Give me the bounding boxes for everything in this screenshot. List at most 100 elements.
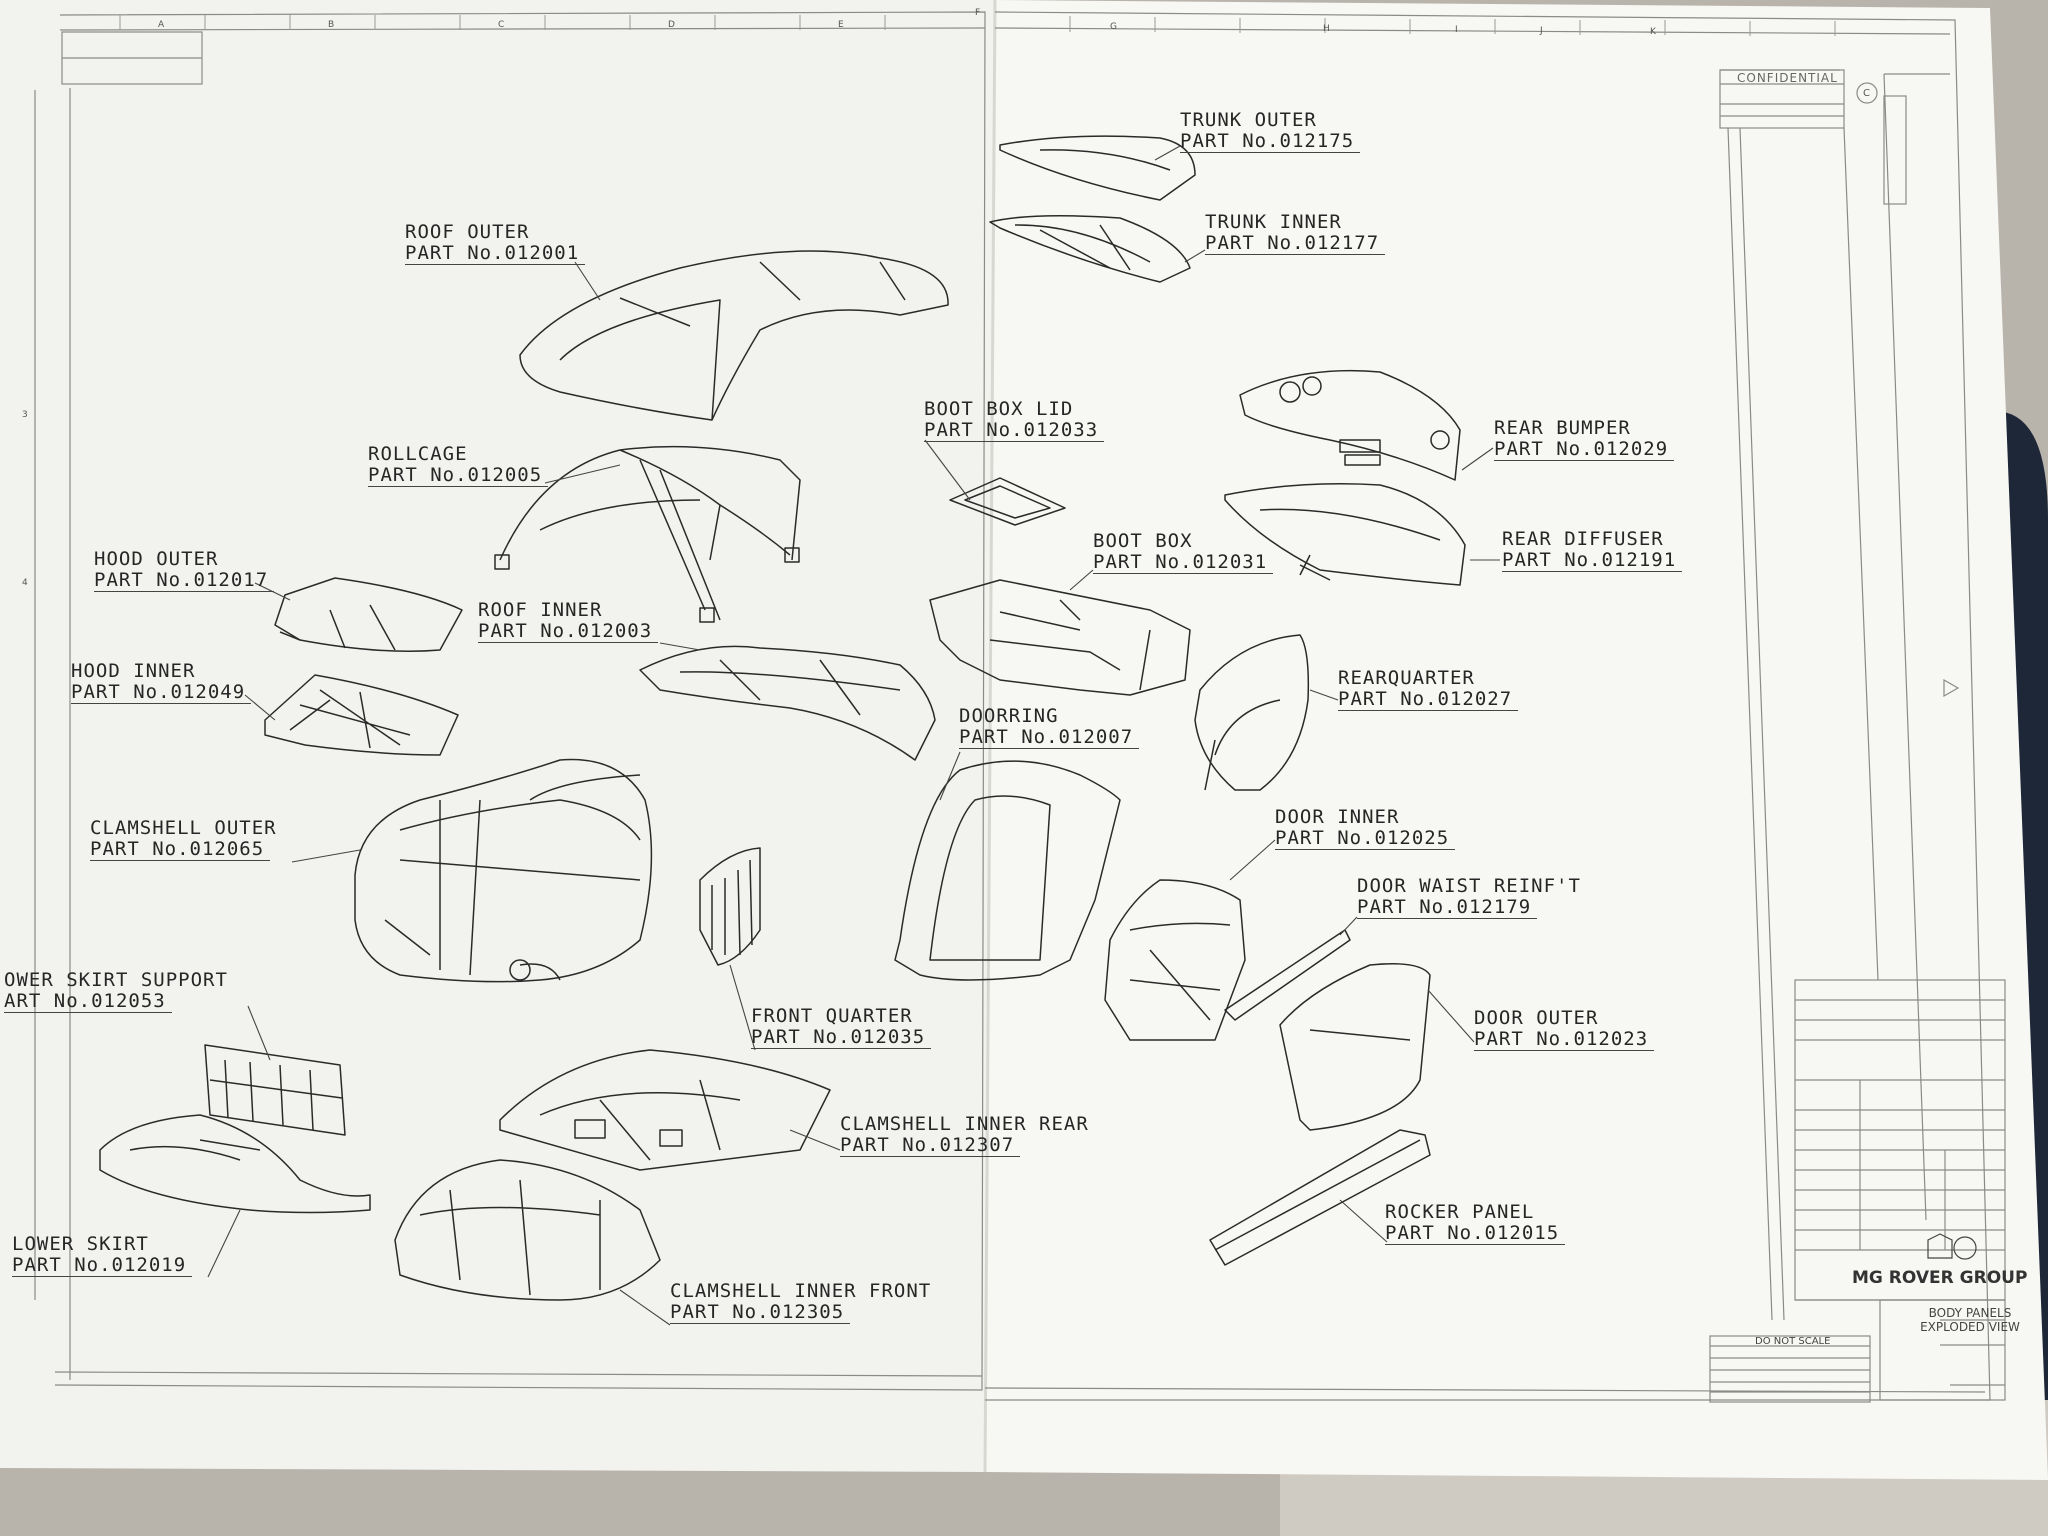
- leader-roof-inner: [659, 642, 701, 651]
- label-trunk-inner-part: PART No.012177: [1205, 233, 1386, 255]
- trunk-inner-frame: [989, 215, 1191, 283]
- rover-ship-icon: [1927, 1233, 1953, 1259]
- roof-outer-panel: [519, 250, 949, 421]
- leader-boot-box-lid: [924, 439, 971, 501]
- label-roof-outer-part: PART No.012001: [405, 243, 586, 265]
- confidential-text: CONFIDENTIAL: [1737, 71, 1838, 85]
- label-hood-outer-name: HOOD OUTER: [94, 548, 219, 570]
- label-boot-box-lid-name: BOOT BOX LID: [924, 398, 1074, 420]
- label-rearquarter-name: REARQUARTER: [1338, 667, 1475, 689]
- leader-rollcage: [544, 464, 621, 484]
- door-inner-panel: [1104, 879, 1246, 1041]
- leader-clamshell-inner-front: [619, 1289, 671, 1326]
- leader-door-outer: [1427, 989, 1475, 1043]
- label-clamshell-inner-rear-name: CLAMSHELL INNER REAR: [840, 1113, 1089, 1135]
- leader-clamshell-outer: [291, 849, 361, 863]
- label-clamshell-inner-front-name: CLAMSHELL INNER FRONT: [670, 1280, 932, 1302]
- left-frame: [54, 11, 986, 1391]
- rear-bumper-panel: [1239, 369, 1461, 481]
- grid-letter-h: H: [1323, 24, 1330, 34]
- copyright-symbol: C: [1863, 88, 1870, 99]
- do-not-scale-text: DO NOT SCALE: [1755, 1336, 1831, 1347]
- label-door-outer-part: PART No.012023: [1474, 1029, 1655, 1051]
- center-fold: [983, 0, 997, 1473]
- label-trunk-outer-part: PART No.012175: [1180, 131, 1361, 153]
- front-quarter-panel: [699, 847, 761, 966]
- right-frame: [985, 11, 1991, 1401]
- drawing-title-line2: EXPLODED VIEW: [1920, 1320, 2020, 1334]
- clamshell-outer-body: [354, 758, 653, 983]
- grid-letter-f: F: [975, 8, 981, 18]
- label-lower-skirt-name: LOWER SKIRT: [12, 1233, 149, 1255]
- label-hood-outer-part: PART No.012017: [94, 570, 275, 592]
- label-lower-skirt-support-name: OWER SKIRT SUPPORT: [4, 969, 228, 991]
- leader-door-waist: [1339, 916, 1358, 936]
- boot-box-lid-panel: [949, 477, 1066, 526]
- label-hood-inner-name: HOOD INNER: [71, 660, 196, 682]
- grid-letter-b: B: [328, 20, 335, 30]
- label-doorring-part: PART No.012007: [959, 727, 1140, 749]
- label-front-quarter-part: PART No.012035: [751, 1027, 932, 1049]
- label-clamshell-inner-rear-part: PART No.012307: [840, 1135, 1021, 1157]
- spec-sidebar: [1883, 95, 1907, 205]
- drawing-title-line1: BODY PANELS: [1928, 1306, 2012, 1320]
- leader-lower-skirt-support: [247, 1005, 271, 1061]
- label-doorring-name: DOORRING: [959, 705, 1059, 727]
- label-front-quarter-name: FRONT QUARTER: [751, 1005, 913, 1027]
- leader-trunk-outer: [1154, 145, 1181, 161]
- rearquarter-panel: [1194, 634, 1310, 791]
- trunk-outer-panel: [999, 135, 1196, 201]
- grid-letter-i: I: [1455, 25, 1458, 35]
- left-sheet: [0, 0, 995, 1472]
- label-rocker-panel-name: ROCKER PANEL: [1385, 1201, 1535, 1223]
- leader-lower-skirt: [207, 1209, 241, 1278]
- label-clamshell-outer-part: PART No.012065: [90, 839, 271, 861]
- grid-letter-g: G: [1110, 22, 1117, 32]
- orientation-triangle: [1943, 678, 1960, 698]
- label-rocker-panel-part: PART No.012015: [1385, 1223, 1566, 1245]
- label-roof-outer-name: ROOF OUTER: [405, 221, 530, 243]
- label-door-inner-name: DOOR INNER: [1275, 806, 1400, 828]
- label-door-inner-part: PART No.012025: [1275, 828, 1456, 850]
- door-outer-panel: [1279, 963, 1431, 1131]
- grid-letter-d: D: [668, 20, 675, 30]
- leader-roof-outer: [574, 261, 601, 301]
- leader-rearquarter: [1309, 689, 1339, 701]
- label-boot-box-part: PART No.012031: [1093, 552, 1274, 574]
- mg-octagon-icon: [1953, 1236, 1977, 1260]
- label-rear-bumper-part: PART No.012029: [1494, 439, 1675, 461]
- grid-letter-e: E: [838, 20, 844, 30]
- leader-door-inner: [1229, 839, 1276, 881]
- label-rollcage-part: PART No.012005: [368, 465, 549, 487]
- label-roof-inner-name: ROOF INNER: [478, 599, 603, 621]
- copyright-circle: [1856, 82, 1878, 104]
- confidential-box: [1719, 69, 1845, 129]
- row-number-4: 4: [22, 578, 28, 588]
- doorring-frame: [894, 760, 1121, 981]
- lower-skirt-panel: [99, 1114, 371, 1214]
- label-boot-box-name: BOOT BOX: [1093, 530, 1193, 552]
- label-rear-diffuser-part: PART No.012191: [1502, 550, 1683, 572]
- grid-letter-a: A: [158, 20, 165, 30]
- label-roof-inner-part: PART No.012003: [478, 621, 659, 643]
- grid-letter-j: J: [1540, 26, 1543, 36]
- drawing-number-box: [1879, 1299, 2006, 1401]
- label-boot-box-lid-part: PART No.012033: [924, 420, 1105, 442]
- label-rear-diffuser-name: REAR DIFFUSER: [1502, 528, 1664, 550]
- hood-outer-panel: [274, 577, 463, 652]
